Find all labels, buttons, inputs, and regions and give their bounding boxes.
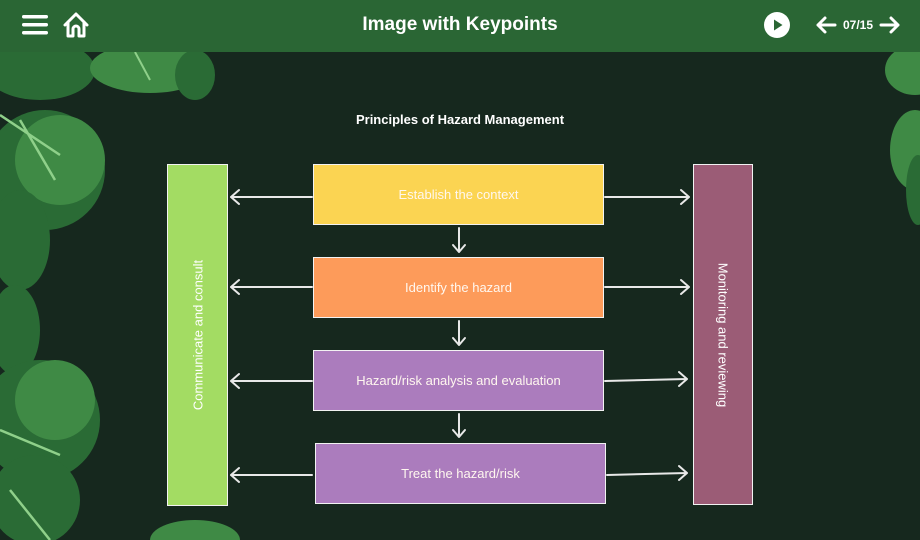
hamburger-menu-icon[interactable] (22, 14, 48, 36)
communicate-consult-label: Communicate and consult (190, 259, 205, 411)
arrow-left-3 (230, 373, 313, 389)
arrow-right-1 (604, 189, 690, 205)
play-circle-icon[interactable] (764, 12, 790, 38)
page-title: Image with Keypoints (362, 14, 558, 35)
step-label: Hazard/risk analysis and evaluation (356, 373, 561, 388)
step-treat-hazard: Treat the hazard/risk (315, 443, 606, 504)
arrow-left-2 (230, 279, 313, 295)
arrow-left-4 (230, 467, 313, 483)
home-icon[interactable] (62, 11, 90, 39)
step-label: Identify the hazard (405, 280, 512, 295)
diagram-title: Principles of Hazard Management (355, 112, 565, 127)
arrow-right-icon[interactable] (879, 15, 901, 35)
leaf-cluster-top-left (0, 40, 215, 100)
leaf-cluster-left-upper (0, 110, 105, 290)
top-bar: Image with Keypoints 07/15 (0, 0, 920, 52)
step-identify-hazard: Identify the hazard (313, 257, 604, 318)
step-establish-context: Establish the context (313, 164, 604, 225)
monitoring-reviewing-label: Monitoring and reviewing (715, 262, 731, 407)
leaf-cluster-left-lower (0, 285, 100, 540)
arrow-right-3 (604, 371, 688, 387)
arrow-down-2 (452, 320, 466, 346)
leaf-cluster-bottom (150, 520, 240, 540)
page-counter: 07/15 (843, 18, 874, 32)
arrow-down-1 (452, 227, 466, 253)
arrow-right-4 (606, 465, 688, 481)
arrow-down-3 (452, 413, 466, 438)
arrow-left-icon[interactable] (815, 15, 837, 35)
step-label: Treat the hazard/risk (401, 466, 520, 481)
leaf-cluster-right (885, 45, 920, 225)
arrow-right-2 (604, 279, 690, 295)
step-label: Establish the context (398, 187, 519, 202)
step-risk-analysis: Hazard/risk analysis and evaluation (313, 350, 604, 411)
monitoring-reviewing-panel: Monitoring and reviewing (693, 164, 753, 505)
communicate-consult-panel: Communicate and consult (167, 164, 228, 506)
arrow-left-1 (230, 189, 313, 205)
